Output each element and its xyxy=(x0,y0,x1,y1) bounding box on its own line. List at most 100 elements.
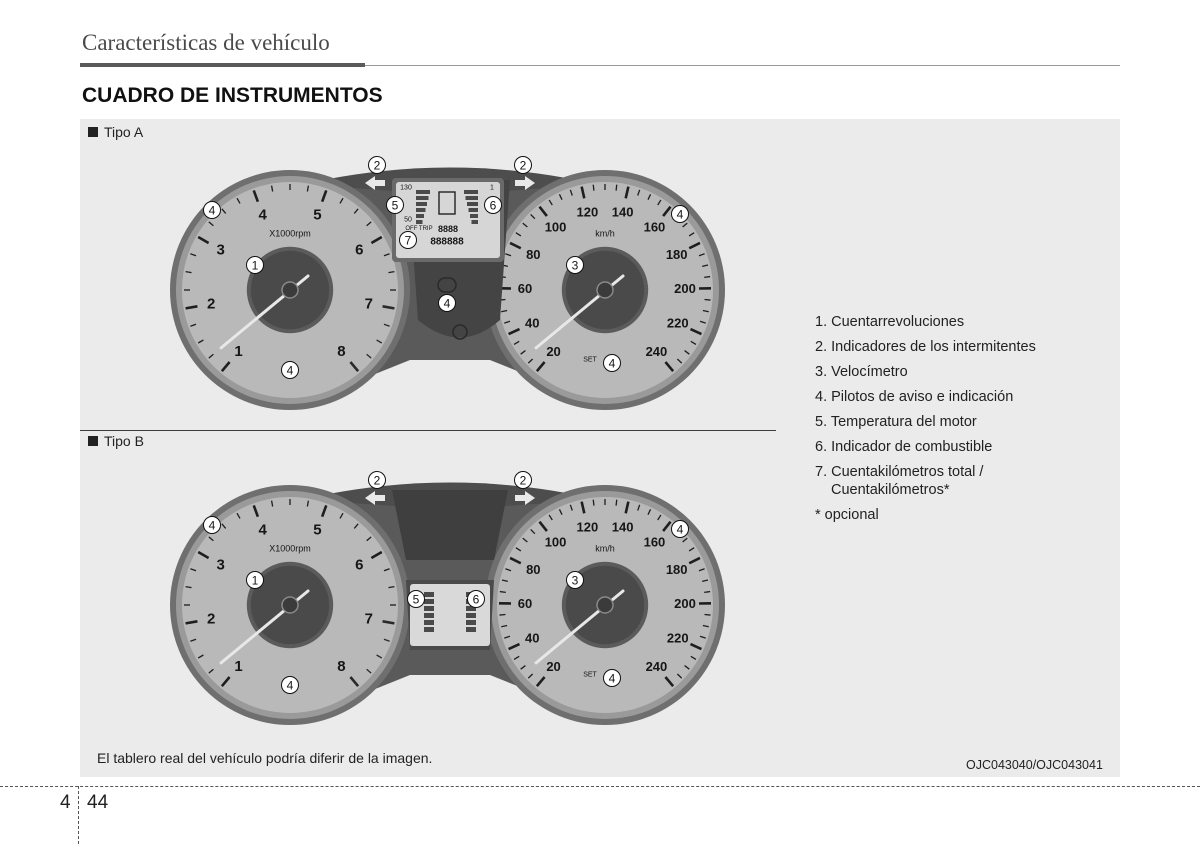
gauge-tick xyxy=(513,655,520,661)
set-label: SET xyxy=(583,672,597,679)
callout-marker xyxy=(484,196,502,214)
gauge-tick xyxy=(366,668,372,674)
callout-number: 2 xyxy=(520,159,527,173)
callout-number: 4 xyxy=(287,679,294,693)
brake-warning-icon xyxy=(452,324,468,340)
callout-marker xyxy=(438,294,456,312)
gauge-number: 4 xyxy=(258,521,267,538)
gauge-tick xyxy=(505,568,512,572)
footer-dashed-separator xyxy=(78,786,79,844)
temp-gauge-bar xyxy=(416,208,426,212)
gauge-tick xyxy=(190,323,197,327)
gauge-tick xyxy=(688,556,701,565)
gauge-tick xyxy=(508,642,521,651)
gauge-tick xyxy=(515,232,522,237)
gauge-number: 7 xyxy=(365,295,373,312)
temp-gauge-bar xyxy=(424,592,434,597)
lcd-display xyxy=(396,182,500,258)
gauge-tick xyxy=(702,264,709,268)
gauge-tick xyxy=(383,638,390,642)
gauge-tick xyxy=(236,197,241,204)
gauge-tick xyxy=(252,504,260,518)
temp-high-label: 130 xyxy=(400,185,412,192)
gauge-tick xyxy=(383,323,390,327)
square-bullet-icon xyxy=(88,127,98,137)
callout-number: 4 xyxy=(287,364,294,378)
fuel-gauge-bar xyxy=(465,196,478,200)
gauge-tick xyxy=(676,673,683,679)
gauge-tick xyxy=(185,620,198,625)
gauge-tick xyxy=(501,579,508,583)
gauge-tick xyxy=(388,270,395,274)
needle-cap xyxy=(281,596,299,614)
gauge-number: 3 xyxy=(217,242,225,259)
callout-marker xyxy=(399,231,417,249)
callout-number: 3 xyxy=(572,574,579,588)
callout-marker xyxy=(603,669,621,687)
gauge-tick xyxy=(501,309,508,313)
gauge-number: 200 xyxy=(674,281,696,296)
gauge-number: 80 xyxy=(526,562,540,577)
callout-marker xyxy=(246,571,264,589)
gauge-tick xyxy=(185,305,198,310)
gauge-tick xyxy=(684,350,690,355)
gauge-number: 100 xyxy=(545,220,567,235)
legend-item: 3. Velocímetro xyxy=(815,364,908,380)
gauge-tick xyxy=(522,537,528,543)
gauge-tick xyxy=(688,547,695,552)
callout-marker xyxy=(514,156,532,174)
callout-number: 4 xyxy=(209,519,216,533)
gauge-tick xyxy=(688,241,701,250)
fuel-gauge-bar xyxy=(470,214,478,218)
gauge-number: 40 xyxy=(525,631,539,646)
gauge-tick xyxy=(535,676,546,688)
gauge-number: 80 xyxy=(526,247,540,262)
gauge-tick xyxy=(505,253,512,257)
gauge-tick xyxy=(690,340,697,346)
gauge-tick xyxy=(704,275,711,278)
callout-marker xyxy=(514,471,532,489)
gauge-tick xyxy=(509,556,522,565)
fuel-gauge-bar xyxy=(466,620,476,625)
gauge-number: 220 xyxy=(667,631,689,646)
gear-indicator xyxy=(438,191,456,215)
callout-number: 3 xyxy=(572,259,579,273)
gauge-number: 180 xyxy=(666,562,688,577)
gauge-number: 4 xyxy=(258,206,267,223)
callout-number: 6 xyxy=(473,593,480,607)
gauge-tick xyxy=(306,500,310,507)
gauge-tick xyxy=(197,339,204,344)
legend-item: 6. Indicador de combustible xyxy=(815,439,993,455)
page-chapter: 4 xyxy=(60,792,71,813)
gauge-tick xyxy=(624,186,630,199)
gauge-tick xyxy=(689,327,702,336)
callout-marker xyxy=(203,516,221,534)
gauge-tick xyxy=(684,665,690,670)
needle-cap xyxy=(596,281,614,299)
gauge-tick xyxy=(698,253,705,257)
gauge-number: 8 xyxy=(337,343,345,360)
figure-code: OJC043040/OJC043041 xyxy=(966,758,1103,772)
gauge-tick xyxy=(522,222,528,228)
legend-item-continuation: Cuentakilómetros* xyxy=(831,482,950,498)
gauge-number: 240 xyxy=(646,344,668,359)
gauge-tick xyxy=(592,184,595,191)
callout-number: 1 xyxy=(252,574,259,588)
callout-number: 7 xyxy=(405,234,412,248)
callout-number: 4 xyxy=(677,523,684,537)
gauge-tick xyxy=(592,499,595,506)
figure-divider xyxy=(80,430,776,431)
gauge-number: 2 xyxy=(207,610,215,627)
gauge-tick xyxy=(662,205,672,217)
gauge-tick xyxy=(504,635,511,639)
callout-number: 4 xyxy=(444,297,451,311)
center-display-window xyxy=(392,490,508,560)
fuel-full-label: 1 xyxy=(490,185,494,192)
gauge-unit: km/h xyxy=(595,544,615,554)
gauge-tick xyxy=(580,186,586,199)
gauge-number: 1 xyxy=(234,658,242,675)
gauge-tick xyxy=(548,199,553,206)
temp-gauge-bar xyxy=(424,620,434,625)
gauge-number: 100 xyxy=(545,535,567,550)
